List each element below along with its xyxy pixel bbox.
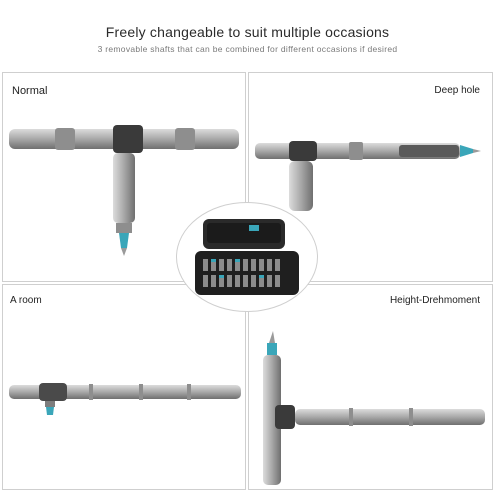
panel-label-height-drehmoment: Height-Drehmoment xyxy=(389,295,480,306)
panel-label-a-room: A room xyxy=(10,295,42,306)
panel-label-deep-hole: Deep hole xyxy=(434,85,480,96)
screwdriver-deep-hole-image xyxy=(255,141,481,211)
bit-case-image xyxy=(176,202,318,312)
screwdriver-normal-image xyxy=(9,125,239,256)
header: Freely changeable to suit multiple occas… xyxy=(0,0,495,70)
screwdriver-a-room-image xyxy=(9,383,241,415)
panel-a-room: A room xyxy=(2,284,246,490)
panel-height-drehmoment: Height-Drehmoment xyxy=(248,284,493,490)
screwdriver-height-drehmoment-image xyxy=(263,331,485,485)
panel-normal: Normal xyxy=(2,72,246,282)
page-subtitle: 3 removable shafts that can be combined … xyxy=(97,44,398,54)
page-title: Freely changeable to suit multiple occas… xyxy=(105,24,390,40)
panel-label-normal: Normal xyxy=(12,85,48,97)
bit-case-icon xyxy=(195,219,299,295)
